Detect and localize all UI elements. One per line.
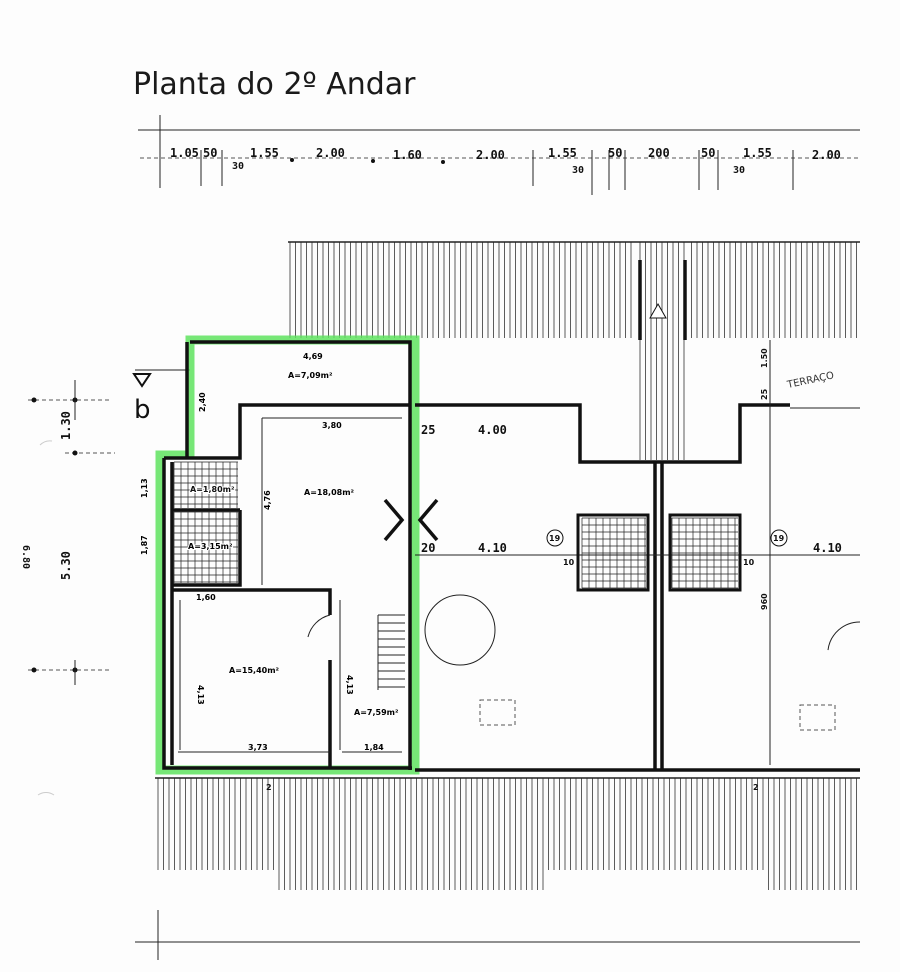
dim-label: 2.00 [812, 148, 841, 162]
dim-label: 200 [648, 146, 670, 160]
dim-label: 6.80 [20, 545, 31, 569]
dimension-bedroom-width: 3,73 [248, 743, 268, 752]
dimension-stair-room-height: 4,13 [345, 675, 354, 695]
top-dimension-line: 1.05 50 30 1.55 2.00 1.60 2.00 1.55 30 5… [138, 115, 860, 195]
dim-label: 30 [232, 161, 244, 172]
dim-label: 50 [701, 146, 715, 160]
dimension-wc1-height: 1,13 [140, 478, 149, 498]
dim-label: 1.55 [250, 146, 279, 160]
dim-label: 1.60 [393, 148, 422, 162]
room-labels: 4,69 A=7,09m² 2,40 3,80 A=18,08m² 4,76 A… [140, 352, 399, 752]
section-marker: b [132, 369, 190, 425]
dim-label: 50 [608, 146, 622, 160]
bottom-dimension-line [135, 910, 860, 960]
dimension-bedroom-height: 4,13 [196, 685, 205, 705]
dim-label: 30 [733, 165, 745, 176]
section-label: b [134, 395, 151, 425]
dim-label: 1.30 [59, 411, 73, 440]
neighbour-labels: 25 4.00 20 4.10 4.10 19 19 10 10 1.50 25… [266, 348, 842, 792]
roof-hatching [155, 241, 860, 890]
unit-number: 19 [549, 534, 561, 543]
dim-label: 50 [203, 146, 217, 160]
dimension-main-room-height: 4,76 [263, 490, 272, 510]
unit-number: 19 [773, 534, 785, 543]
highlighted-unit-outline [155, 335, 420, 775]
dim-label: 1.50 [760, 348, 769, 368]
left-dimension-line: 1.30 5.30 6.80 [20, 380, 115, 796]
dim-label: 1.55 [743, 146, 772, 160]
dim-label: 25 [760, 388, 769, 400]
dimension-wc2-height: 1,87 [140, 535, 149, 555]
dim-label: 960 [760, 593, 769, 610]
unit-walls [162, 340, 738, 770]
dim-label: 5.30 [59, 551, 73, 580]
area-bedroom: A=15,40m² [229, 666, 280, 675]
dim-label: 4.10 [813, 541, 842, 555]
dim-label: 4.00 [478, 423, 507, 437]
dim-label: 1.05 [170, 146, 199, 160]
dimension-stair-room-width: 1,84 [364, 743, 384, 752]
area-wc1: A=1,80m² [190, 485, 235, 494]
dim-label: 2 [753, 783, 759, 792]
dimension-hall-width: 1,60 [196, 593, 216, 602]
area-top-room: A=7,09m² [288, 371, 333, 380]
dim-label: 30 [572, 165, 584, 176]
dim-label: 1.55 [548, 146, 577, 160]
neighbour-walls [415, 260, 861, 772]
dim-label: 2 [266, 783, 272, 792]
dim-label: 10 [743, 558, 755, 567]
dimension-top-room-height: 2,40 [198, 392, 207, 412]
dim-label: 20 [421, 541, 435, 555]
area-wc2: A=3,15m² [188, 542, 233, 551]
dimension-top-room-width: 4,69 [303, 352, 323, 361]
dimension-main-room-width: 3,80 [322, 421, 342, 430]
dim-label: 10 [563, 558, 575, 567]
area-stair-room: A=7,59m² [354, 708, 399, 717]
dim-label: 2.00 [476, 148, 505, 162]
area-main-room: A=18,08m² [304, 488, 355, 497]
bathroom-tiles [173, 461, 738, 589]
dim-label: 2.00 [316, 146, 345, 160]
terrace-label: TERRAÇO [785, 370, 835, 391]
plan-title: Planta do 2º Andar [133, 67, 416, 102]
dim-label: 25 [421, 423, 435, 437]
dim-label: 4.10 [478, 541, 507, 555]
staircase [377, 614, 405, 690]
